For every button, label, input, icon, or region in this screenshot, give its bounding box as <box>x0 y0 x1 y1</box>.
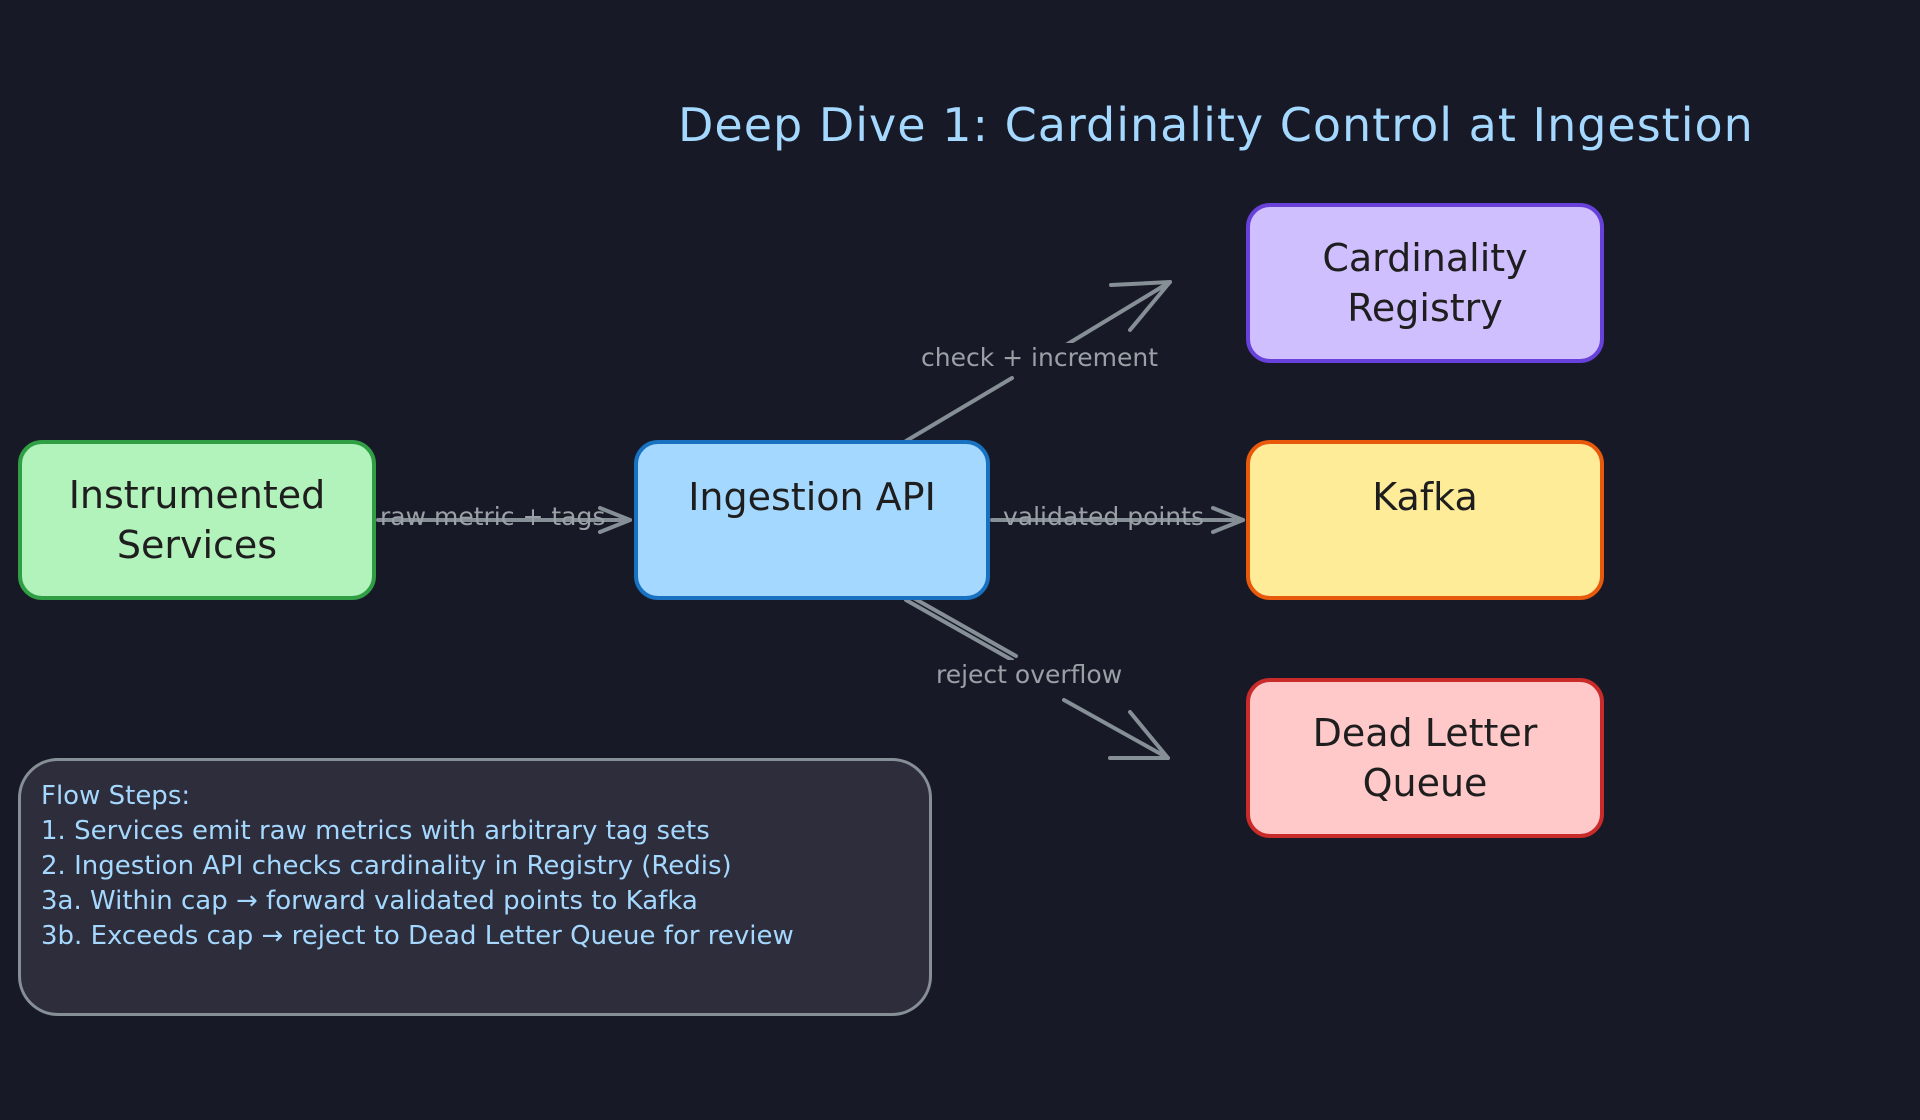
node-label: Cardinality <box>1322 236 1528 280</box>
flow-step: 3a. Within cap → forward validated point… <box>41 886 698 916</box>
node-dead-letter-queue[interactable]: Dead Letter Queue <box>1246 678 1604 838</box>
edge-validated-points <box>990 506 1245 534</box>
node-label: Queue <box>1362 761 1488 805</box>
flow-step: 1. Services emit raw metrics with arbitr… <box>41 816 710 846</box>
flow-steps-note[interactable]: Flow Steps: 1. Services emit raw metrics… <box>18 758 932 1016</box>
node-label: Services <box>116 523 278 567</box>
node-kafka[interactable]: Kafka <box>1246 440 1604 600</box>
node-ingestion-api[interactable]: Ingestion API <box>634 440 990 600</box>
node-cardinality-registry[interactable]: Cardinality Registry <box>1246 203 1604 363</box>
node-label: Dead Letter <box>1312 711 1538 755</box>
flow-step: 2. Ingestion API checks cardinality in R… <box>41 851 732 881</box>
edge-raw-metric <box>376 506 632 534</box>
edge-label-reject-overflow: reject overflow <box>930 660 1129 689</box>
edge-check-increment <box>904 280 1172 443</box>
node-label: Instrumented <box>68 473 326 517</box>
node-label: Kafka <box>1372 475 1478 519</box>
edge-label-check-increment: check + increment <box>915 343 1165 372</box>
diagram-title: Deep Dive 1: Cardinality Control at Inge… <box>678 98 1754 152</box>
flow-steps-heading: Flow Steps: <box>41 781 191 811</box>
node-instrumented-services[interactable]: Instrumented Services <box>18 440 376 600</box>
node-label: Ingestion API <box>688 475 936 519</box>
edge-label-raw-metric: raw metric + tags <box>380 502 606 531</box>
flow-step: 3b. Exceeds cap → reject to Dead Letter … <box>41 921 794 951</box>
edge-reject-overflow <box>904 594 1170 760</box>
edge-label-validated-points: validated points <box>1003 502 1204 531</box>
node-label: Registry <box>1347 286 1503 330</box>
